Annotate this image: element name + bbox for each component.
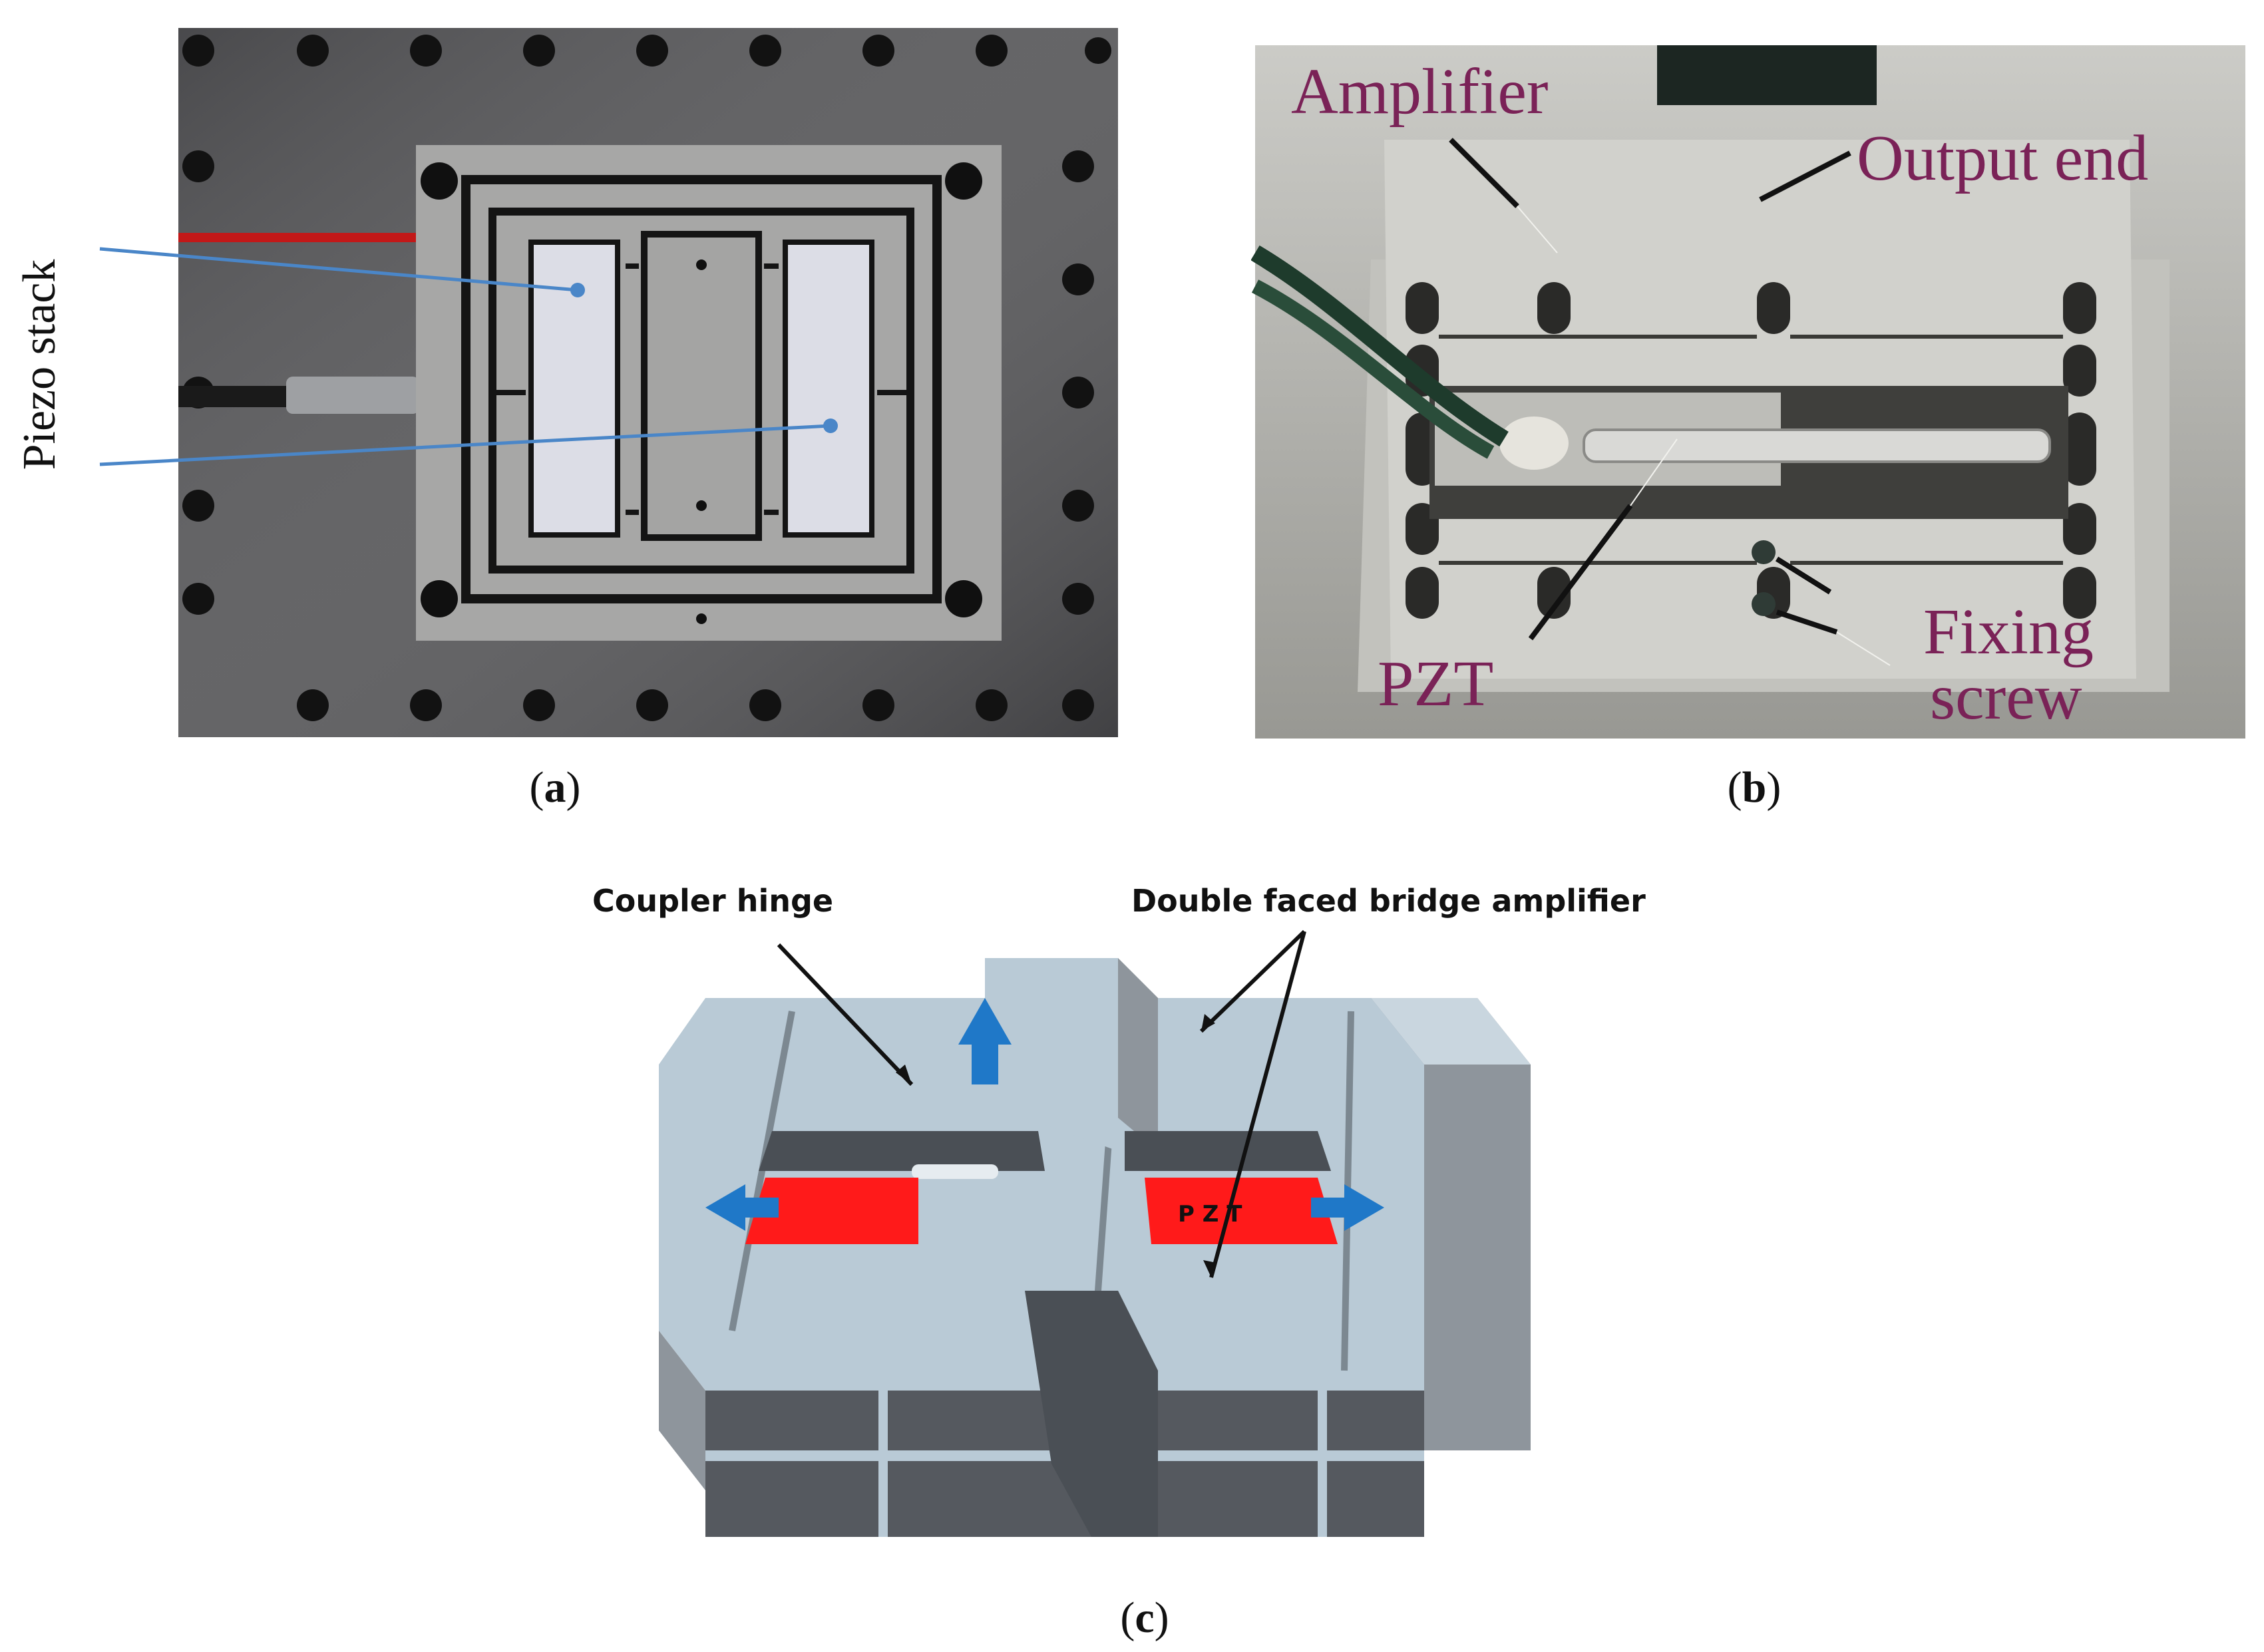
output-block — [985, 958, 1158, 1151]
outer-slot — [461, 175, 942, 603]
caption-letter: b — [1742, 763, 1767, 812]
caption-b: (b) — [1714, 762, 1794, 813]
cavity-left — [759, 1131, 1045, 1171]
mount-hole — [421, 162, 458, 200]
main-top-surface — [659, 998, 1424, 1391]
flexure-lines — [1439, 335, 2063, 565]
caption-letter: c — [1135, 1593, 1155, 1642]
leader-dot — [570, 283, 585, 297]
bridge-amplifier-label: Double faced bridge amplifier — [1131, 883, 1646, 919]
center-block — [641, 231, 762, 541]
pzt-cable — [1251, 279, 1495, 459]
leader-arrows — [777, 929, 1306, 1278]
pzt-left — [745, 1178, 918, 1244]
caption-paren: ( — [529, 763, 544, 812]
leader-line — [99, 424, 831, 466]
screw-hole — [696, 500, 707, 511]
connector — [286, 377, 419, 414]
leader-lines — [1449, 138, 1851, 641]
coupler-hinge-label: Coupler hinge — [592, 883, 833, 919]
center-lower-block — [1025, 1291, 1158, 1537]
fixing-label: Fixing — [1923, 596, 2094, 668]
screw-hole — [696, 613, 707, 624]
leader-threads — [1517, 206, 1891, 666]
amplifier-label: Amplifier — [1291, 56, 1548, 128]
pzt-rod — [1583, 428, 2051, 463]
leader-dot — [823, 418, 838, 433]
caption-paren: ) — [1154, 1593, 1169, 1642]
panel-a: Piezo stack — [0, 0, 1131, 745]
pzt-cable — [1250, 245, 1509, 447]
output-end-label: Output end — [1857, 122, 2148, 194]
cavity-right — [1125, 1131, 1331, 1171]
table-holes — [182, 35, 1111, 721]
coupler-hinge-slot — [912, 1164, 998, 1179]
caption-paren: ( — [1727, 763, 1742, 812]
pzt-right — [1145, 1178, 1338, 1244]
caption-a: (a) — [515, 762, 595, 813]
screw-label: screw — [1930, 661, 2082, 733]
arrow-up-icon — [958, 998, 1012, 1084]
fixing-screw — [1752, 592, 1776, 616]
mount-hole — [945, 162, 982, 200]
left-face — [659, 1331, 705, 1490]
screw-hole — [696, 259, 707, 270]
caption-paren: ) — [566, 763, 581, 812]
panel-a-photo: Piezo stack — [14, 28, 1118, 737]
arrow-left-icon — [705, 1184, 779, 1231]
mount-hole — [945, 580, 982, 617]
pzt-cap — [1499, 416, 1569, 470]
caption-paren: ( — [1120, 1593, 1135, 1642]
piezo-stack-right — [783, 240, 874, 538]
output-block-side — [1118, 958, 1158, 1151]
pzt-text: P Z T — [1178, 1201, 1242, 1228]
panel-b-photo: Amplifier Output end PZT Fixing screw — [1250, 45, 2245, 739]
fixing-screw — [1752, 540, 1776, 564]
panel-c: P Z T Coupler hinge Double faced bridge … — [572, 865, 1704, 1583]
caption-paren: ) — [1766, 763, 1782, 812]
cable — [178, 386, 298, 407]
circuit-board — [1657, 45, 1877, 105]
red-wire — [178, 233, 431, 242]
panel-b: Amplifier Output end PZT Fixing screw — [1250, 40, 2249, 745]
caption-c: (c) — [1105, 1593, 1185, 1643]
pzt-label: PZT — [1378, 648, 1493, 720]
leader-line — [99, 247, 578, 292]
piezo-stack-label: Piezo stack — [14, 259, 65, 470]
arrowheads — [896, 1014, 1217, 1277]
flexure-hinges — [492, 263, 910, 515]
mount-hole — [421, 580, 458, 617]
panel-c-diagram: P Z T Coupler hinge Double faced bridge … — [592, 883, 1646, 1537]
caption-letter: a — [544, 763, 566, 812]
arrow-right-icon — [1311, 1184, 1384, 1231]
